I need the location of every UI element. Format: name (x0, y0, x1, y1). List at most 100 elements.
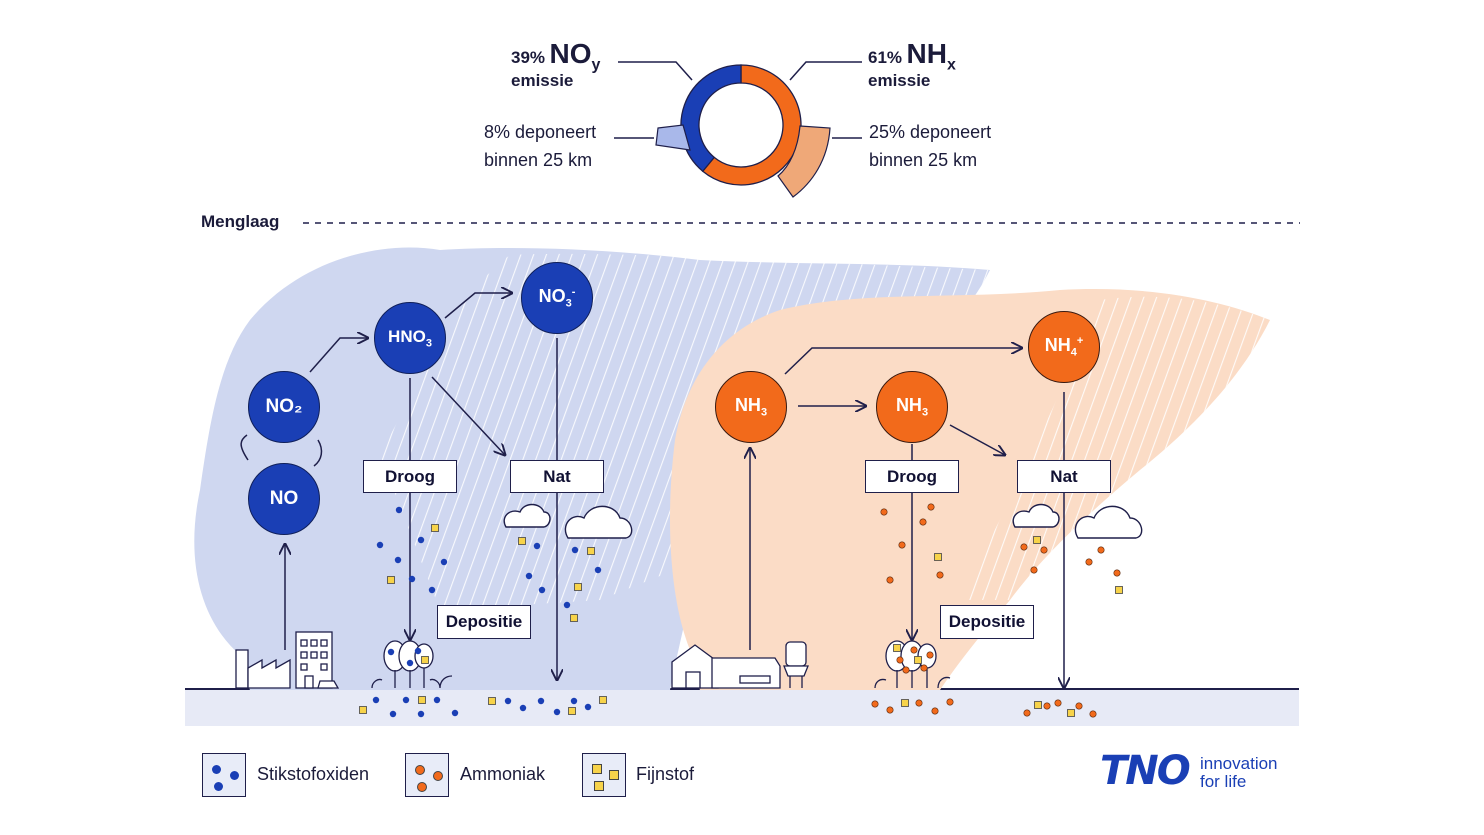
fine-dust-particle (1034, 701, 1042, 709)
fine-dust-particle (568, 707, 576, 715)
nitrogen-particle (538, 586, 546, 594)
fine-dust-particle (1033, 536, 1041, 544)
fine-dust-particle (914, 656, 922, 664)
ammonia-particle (1075, 702, 1083, 710)
arrow-nh3-to-nat (949, 424, 1005, 455)
nitrogen-particle (504, 697, 512, 705)
no2-circle: NO₂ (248, 371, 320, 443)
left-deposit-wedge (655, 124, 691, 151)
ammonia-particle (896, 656, 904, 664)
arrow-no2-to-hno3 (309, 338, 368, 373)
nitrogen-particle (563, 601, 571, 609)
ammonia-particle (871, 700, 879, 708)
nitrogen-particle (533, 542, 541, 550)
fine-dust-particle (574, 583, 582, 591)
nhx-formula: NHx (906, 38, 956, 74)
ammonia-particle (1023, 709, 1031, 717)
right-deposit-note-2: binnen 25 km (869, 150, 978, 170)
fine-dust-particle (599, 696, 607, 704)
deposition-particles (359, 503, 1123, 718)
ammonia-particle (915, 699, 923, 707)
fine-dust-particle (1115, 586, 1123, 594)
ammonia-particle (910, 646, 918, 654)
emission-donut (680, 64, 802, 186)
fine-dust-particle (518, 537, 526, 545)
nitrogen-particle (570, 697, 578, 705)
ammonia-particle (936, 571, 944, 579)
fine-dust-particle (431, 524, 439, 532)
nh3-label: NH3 (895, 395, 929, 419)
ground-band (185, 690, 1299, 726)
farm-icon (671, 641, 809, 689)
nitrogen-particle (417, 710, 425, 718)
noy-emission-word: emissie (511, 71, 574, 90)
arrow-hno3-to-no3 (444, 293, 512, 319)
fine-dust-particle (488, 697, 496, 705)
left-deposit-note-1: 8% deponeert (484, 122, 597, 142)
nitrogen-particle (594, 566, 602, 574)
factory-icon (235, 631, 340, 689)
ammonia-particle (886, 576, 894, 584)
fine-dust-particle (893, 644, 901, 652)
tno-logo: TNO (1100, 748, 1191, 794)
right-deposit-note-1: 25% deponeert (869, 122, 992, 142)
nh3-source-circle: NH3 (715, 371, 787, 443)
no-label: NO (269, 488, 299, 509)
ammonia-particle (1030, 566, 1038, 574)
nitrogen-particle (395, 506, 403, 514)
nh4-circle: NH4+ (1028, 311, 1100, 383)
right-deposit-wedge (777, 125, 831, 198)
ammonia-droog-box: Droog (865, 460, 959, 493)
ammonia-particle (880, 508, 888, 516)
noy-emission-label: 39% NOy (511, 40, 600, 74)
fine-dust-particle (418, 696, 426, 704)
noy-leader-line (618, 61, 693, 81)
donut-nhx-segment (701, 64, 802, 186)
fine-dust-particle (421, 656, 429, 664)
stikstofoxiden-legend-label: Stikstofoxiden (257, 764, 370, 784)
nitrogen-particle (376, 541, 384, 549)
nitrogen-particle (402, 696, 410, 704)
fine-dust-particle (901, 699, 909, 707)
ammonia-particle (1054, 699, 1062, 707)
nhx-percent: 61% (868, 48, 903, 67)
nh4-label: NH4+ (1044, 335, 1084, 359)
arrow-no-no2-cycle-left (240, 434, 249, 461)
arrow-hno3-to-nat (431, 376, 505, 455)
nhx-leader-line (789, 61, 862, 81)
fijnstof-legend-icon (582, 753, 626, 797)
no3-label: NO3- (538, 286, 576, 310)
nitrogen-depositie-box: Depositie (437, 605, 531, 639)
tno-tagline-2: for life (1200, 772, 1247, 791)
nitrogen-particle (525, 572, 533, 580)
fine-dust-particle (387, 576, 395, 584)
noy-formula: NOy (549, 38, 601, 74)
ammonia-particle (1043, 702, 1051, 710)
nitrogen-droog-box: Droog (363, 460, 457, 493)
menglaag-label: Menglaag (201, 212, 280, 231)
tno-tagline-1: innovation (1200, 754, 1278, 773)
donut-noy-segment (680, 64, 742, 173)
nitrogen-particle (389, 710, 397, 718)
fine-dust-particle (359, 706, 367, 714)
nitrogen-nat-box: Nat (510, 460, 604, 493)
nitrogen-particle (584, 703, 592, 711)
nitrogen-particle (406, 659, 414, 667)
fine-dust-particle (587, 547, 595, 555)
nitrogen-particle (440, 558, 448, 566)
ammonia-particle (886, 706, 894, 714)
no-circle: NO (248, 463, 320, 535)
nitrogen-particle (394, 556, 402, 564)
nitrogen-particle (451, 709, 459, 717)
nh3-circle: NH3 (876, 371, 948, 443)
ammonia-particle (927, 503, 935, 511)
arrow-nh3-to-nh4 (784, 348, 1022, 375)
ammonia-particle (919, 518, 927, 526)
nitrogen-particle (428, 586, 436, 594)
nitrogen-particle (372, 696, 380, 704)
fine-dust-particle (570, 614, 578, 622)
ammonia-particle (920, 664, 928, 672)
ammonia-particle (926, 651, 934, 659)
nitrogen-particle (433, 696, 441, 704)
ammonia-particle (898, 541, 906, 549)
